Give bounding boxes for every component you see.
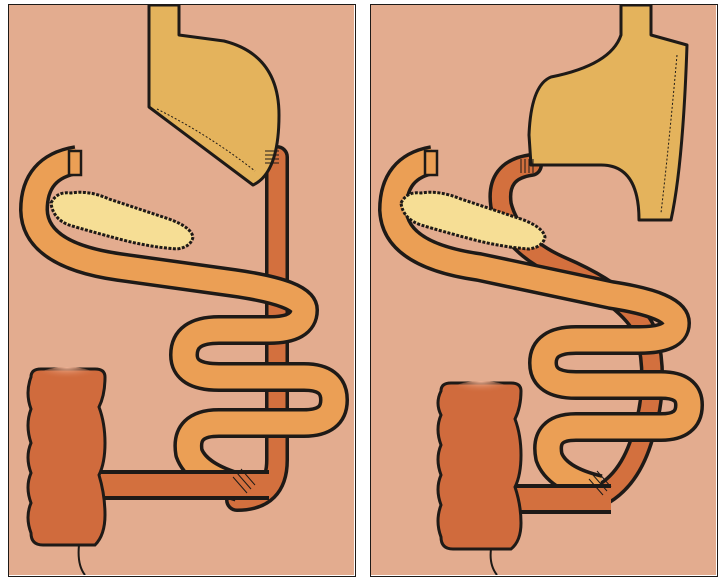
duodenal-stump: [69, 151, 81, 175]
diagram-panel-right: [370, 4, 718, 577]
anatomy-diagram-left: [9, 5, 354, 575]
duodenal-stump: [425, 151, 437, 175]
diagram-panel-left: [8, 4, 356, 577]
anatomy-diagram-right: [371, 5, 716, 575]
